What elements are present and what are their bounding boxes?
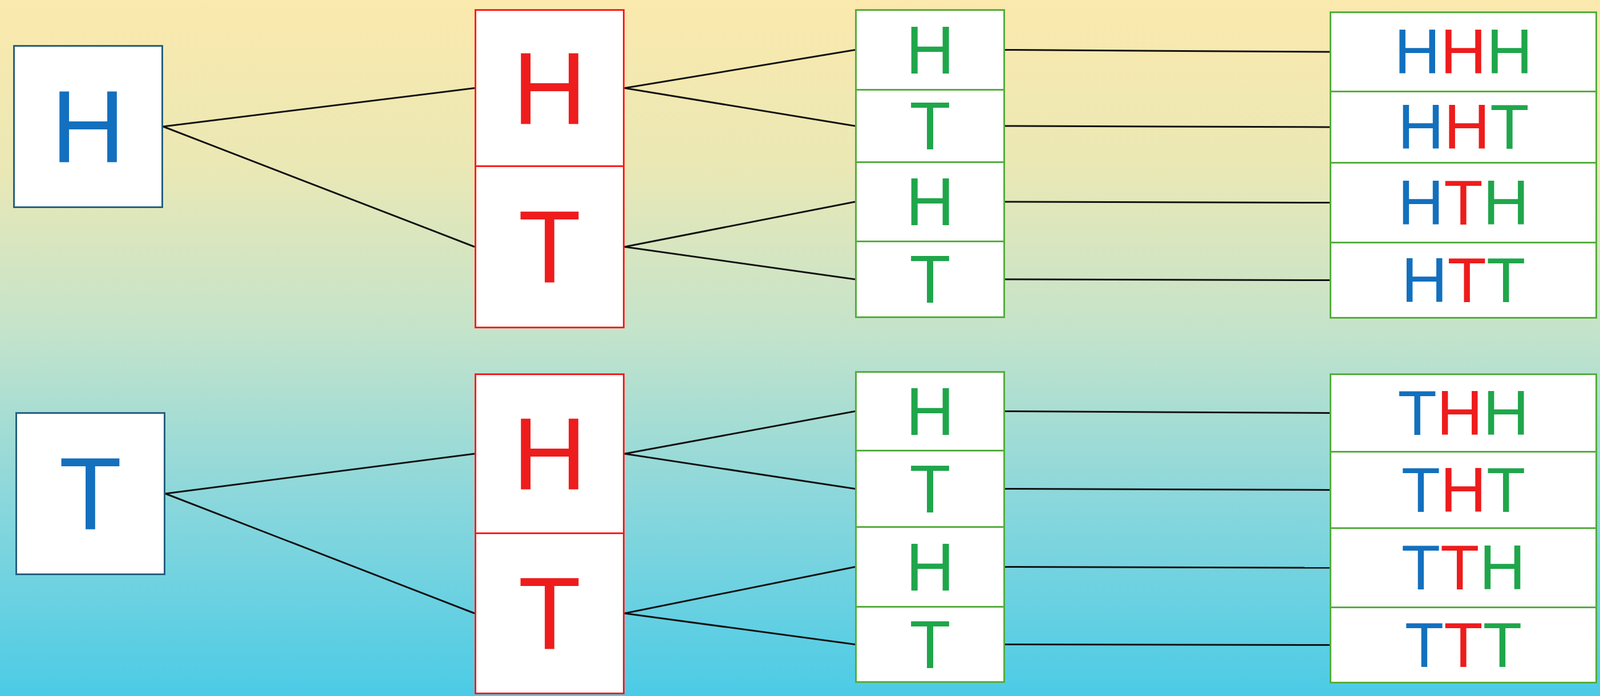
- tree-branch: [1005, 411, 1330, 414]
- tree-branch: [165, 493, 475, 614]
- outcome-box: HHH: [1329, 11, 1598, 93]
- toss-letter: T: [909, 245, 951, 314]
- outcome-text: HTT: [1401, 248, 1526, 313]
- tree-branch: [1005, 50, 1330, 53]
- outcome-box: THH: [1329, 373, 1598, 453]
- outcome-letter: H: [1486, 15, 1533, 88]
- outcome-letter: T: [1404, 609, 1444, 682]
- outcome-letter: T: [1443, 167, 1483, 239]
- outcome-letter: T: [1440, 532, 1480, 604]
- third-toss-box: H: [855, 9, 1006, 91]
- tree-branch: [163, 88, 475, 128]
- outcome-box: HTH: [1329, 161, 1598, 244]
- third-toss-box: T: [855, 606, 1006, 684]
- tree-branch: [624, 246, 856, 280]
- outcome-letter: T: [1443, 609, 1483, 682]
- tree-branch: [1005, 489, 1330, 491]
- outcome-letter: T: [1486, 244, 1526, 317]
- outcome-letter: T: [1401, 532, 1441, 604]
- outcome-letter: T: [1401, 454, 1441, 526]
- outcome-box: THT: [1329, 451, 1598, 530]
- outcome-letter: H: [1440, 454, 1487, 526]
- third-toss-box: H: [855, 161, 1006, 243]
- tree-branch: [624, 411, 856, 455]
- outcome-letter: H: [1436, 377, 1484, 449]
- outcome-box: TTH: [1329, 527, 1598, 609]
- outcome-letter: H: [1440, 15, 1487, 88]
- third-toss-box: H: [855, 371, 1006, 452]
- outcome-letter: T: [1483, 609, 1522, 682]
- outcome-box: HTT: [1329, 241, 1598, 319]
- outcome-letter: H: [1394, 15, 1441, 88]
- outcome-text: TTT: [1404, 613, 1522, 678]
- tree-branch: [624, 567, 856, 615]
- toss-letter: H: [905, 378, 955, 446]
- second-toss-box: H: [474, 373, 625, 535]
- third-toss-box: T: [855, 88, 1006, 164]
- toss-letter: H: [905, 168, 955, 236]
- toss-letter: T: [909, 92, 951, 160]
- first-toss-box: H: [13, 45, 164, 209]
- tree-branch: [624, 454, 856, 490]
- outcome-letter: T: [1397, 377, 1437, 449]
- outcome-letter: T: [1486, 454, 1526, 526]
- toss-letter: T: [909, 455, 951, 524]
- tree-branch: [1005, 645, 1330, 646]
- toss-letter: H: [512, 402, 587, 506]
- second-toss-box: T: [474, 165, 625, 329]
- second-toss-box: H: [474, 9, 625, 168]
- third-toss-box: T: [855, 450, 1006, 529]
- tree-branch: [1005, 201, 1330, 204]
- tree-branch: [624, 201, 856, 247]
- tree-branch: [624, 50, 856, 89]
- tree-branch: [165, 454, 475, 494]
- tree-branch: [163, 126, 475, 247]
- outcome-letter: H: [1483, 377, 1530, 449]
- tree-branch: [1005, 567, 1330, 569]
- first-toss-box: T: [15, 412, 166, 576]
- third-toss-box: H: [855, 526, 1006, 609]
- toss-letter: T: [59, 442, 123, 546]
- outcome-letter: H: [1397, 91, 1444, 163]
- toss-letter: T: [909, 611, 951, 679]
- toss-letter: H: [905, 16, 955, 84]
- toss-letter: H: [905, 533, 955, 602]
- toss-letter: T: [518, 195, 582, 299]
- second-toss-box: T: [474, 532, 625, 695]
- outcome-letter: H: [1479, 532, 1526, 604]
- outcome-letter: T: [1489, 91, 1529, 163]
- outcome-letter: H: [1401, 244, 1448, 317]
- outcome-letter: T: [1447, 244, 1487, 317]
- outcome-text: HHT: [1397, 95, 1529, 160]
- tree-branch: [624, 613, 856, 646]
- outcome-text: THH: [1397, 381, 1529, 446]
- third-toss-box: T: [855, 240, 1006, 319]
- outcome-letter: H: [1483, 167, 1530, 239]
- outcome-text: HHH: [1394, 19, 1533, 84]
- outcome-box: HHT: [1329, 90, 1598, 164]
- outcome-box: TTT: [1329, 606, 1598, 684]
- toss-letter: H: [512, 37, 587, 140]
- toss-letter: H: [51, 75, 126, 178]
- outcome-text: HTH: [1397, 171, 1529, 236]
- outcome-text: TTH: [1401, 536, 1526, 601]
- tree-branch: [624, 88, 856, 127]
- outcome-letter: H: [1397, 167, 1444, 239]
- outcome-text: THT: [1401, 458, 1526, 523]
- tree-branch: [1005, 126, 1330, 128]
- tree-branch: [1005, 279, 1330, 281]
- toss-letter: T: [518, 562, 582, 666]
- outcome-letter: H: [1443, 91, 1490, 163]
